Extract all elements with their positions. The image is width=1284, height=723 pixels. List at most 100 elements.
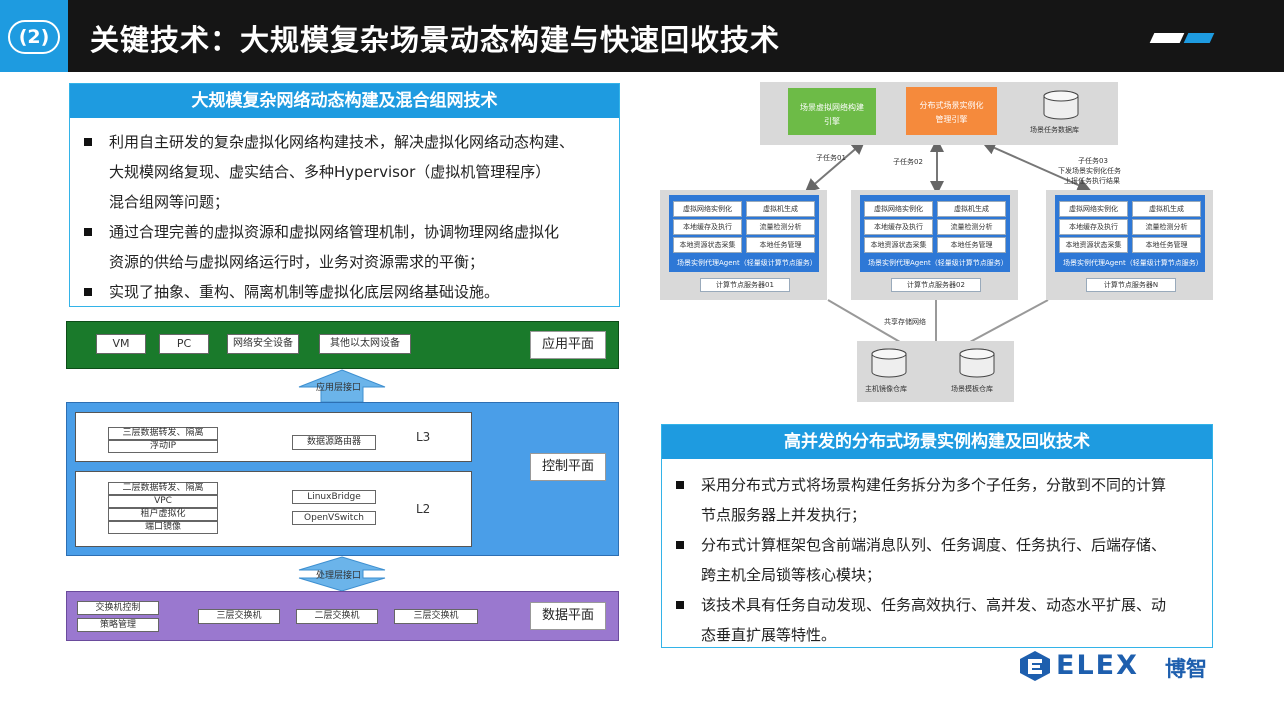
data-plane-label: 数据平面: [530, 602, 606, 630]
bullet-line: 分布式计算框架包含前端消息队列、任务调度、任务执行、后端存储、: [701, 536, 1167, 554]
bullet-line: 跨主机全局锁等核心模块；: [701, 566, 882, 584]
agent-panel: 虚拟网络实例化 虚拟机生成 本地缓存及执行 流量检测分析 本地资源状态采集 本地…: [860, 195, 1010, 272]
agent-panel: 虚拟网络实例化 虚拟机生成 本地缓存及执行 流量检测分析 本地资源状态采集 本地…: [1055, 195, 1205, 272]
agent-cell: 本地缓存及执行: [1059, 219, 1128, 235]
bullet-item: 通过合理完善的虚拟资源和虚拟网络管理机制，协调物理网络虚拟化资源的供给与虚拟网络…: [84, 217, 609, 277]
l3-item: 三层数据转发、隔离: [108, 427, 218, 440]
agent-cell: 虚拟机生成: [746, 201, 815, 217]
agent-cell: 虚拟网络实例化: [864, 201, 933, 217]
bullet-item: 采用分布式方式将场景构建任务拆分为多个子任务，分散到不同的计算节点服务器上并发执…: [676, 470, 1202, 530]
agent-cell: 本地资源状态采集: [864, 237, 933, 253]
agent-cell: 虚拟网络实例化: [673, 201, 742, 217]
storage-label: 场景模板仓库: [951, 385, 993, 393]
left-panel-title: 大规模复杂网络动态构建及混合组网技术: [70, 84, 619, 118]
logo-text: ELEX: [1056, 650, 1139, 681]
agent-cell: 流量检测分析: [746, 219, 815, 235]
l2-item: 租户虚拟化: [108, 508, 218, 521]
l2-tag: L2: [416, 502, 431, 516]
l2-openvswitch: OpenVSwitch: [292, 511, 376, 525]
page-title: 关键技术：大规模复杂场景动态构建与快速回收技术: [90, 23, 781, 57]
agent-cell: 流量检测分析: [937, 219, 1006, 235]
l3-tag: L3: [416, 430, 431, 444]
header-decoration-blue: [1183, 33, 1215, 43]
l2-item: 二层数据转发、隔离: [108, 482, 218, 495]
app-plane-label: 应用平面: [530, 331, 606, 359]
network-engine-box: 场景虚拟网络构建引擎: [788, 88, 876, 135]
agent-cell: 虚拟机生成: [937, 201, 1006, 217]
server-label: 计算节点服务器02: [891, 278, 981, 292]
shared-storage-group: 主机镜像仓库 场景模板仓库: [857, 341, 1014, 402]
bullet-line: 态垂直扩展等特性。: [701, 626, 837, 644]
instance-engine-box: 分布式场景实例化管理引擎: [906, 87, 997, 135]
bullet-item: 利用自主研发的复杂虚拟化网络构建技术，解决虚拟化网络动态构建、大规模网络复现、虚…: [84, 127, 609, 217]
right-text-panel: 高并发的分布式场景实例构建及回收技术 采用分布式方式将场景构建任务拆分为多个子任…: [661, 424, 1213, 648]
agent-cell: 虚拟机生成: [1132, 201, 1201, 217]
header-bar: (2) 关键技术：大规模复杂场景动态构建与快速回收技术: [0, 0, 1284, 72]
agent-panel: 虚拟网络实例化 虚拟机生成 本地缓存及执行 流量检测分析 本地资源状态采集 本地…: [669, 195, 819, 272]
bullet-item: 实现了抽象、重构、隔离机制等虚拟化底层网络基础设施。: [84, 277, 609, 307]
header-decoration-white: [1149, 33, 1185, 43]
l3-router: 数据源路由器: [292, 435, 376, 450]
bullet-line: 节点服务器上并发执行；: [701, 506, 867, 524]
agent-cell: 本地任务管理: [1132, 237, 1201, 253]
right-panel-title: 高并发的分布式场景实例构建及回收技术: [662, 425, 1212, 459]
app-item-pc: PC: [159, 334, 209, 354]
data-plane-control: 交换机控制: [77, 601, 159, 615]
app-item-security: 网络安全设备: [227, 334, 299, 354]
agent-cell: 本地任务管理: [937, 237, 1006, 253]
l3-item: 浮动IP: [108, 440, 218, 453]
l2-linuxbridge: LinuxBridge: [292, 490, 376, 504]
agent-cell: 本地缓存及执行: [673, 219, 742, 235]
agent-footer: 场景实例代理Agent（轻量级计算节点服务）: [1063, 259, 1203, 267]
connector-lines: [804, 140, 1092, 343]
agent-cell: 虚拟网络实例化: [1059, 201, 1128, 217]
bullet-item: 分布式计算框架包含前端消息队列、任务调度、任务执行、后端存储、跨主机全局锁等核心…: [676, 530, 1202, 590]
bullet-line: 利用自主研发的复杂虚拟化网络构建技术，解决虚拟化网络动态构建、: [109, 133, 575, 151]
server-label: 计算节点服务器N: [1086, 278, 1176, 292]
app-item-vm: VM: [96, 334, 146, 354]
storage-label: 主机镜像仓库: [865, 385, 907, 393]
database-icon: [871, 348, 907, 378]
bullet-line: 实现了抽象、重构、隔离机制等虚拟化底层网络基础设施。: [109, 283, 500, 301]
switch-box: 三层交换机: [394, 609, 478, 624]
bullet-line: 通过合理完善的虚拟资源和虚拟网络管理机制，协调物理网络虚拟化: [109, 223, 560, 241]
link-label: 子任务02: [893, 158, 923, 166]
app-item-ethernet: 其他以太网设备: [319, 334, 411, 354]
l2-item: 端口镜像: [108, 521, 218, 534]
link-label: 上报任务执行结果: [1064, 177, 1120, 185]
l3-box: 三层数据转发、隔离 浮动IP 数据源路由器 L3: [75, 412, 472, 462]
control-plane: 三层数据转发、隔离 浮动IP 数据源路由器 L3 二层数据转发、隔离 VPC 租…: [66, 402, 619, 556]
switch-box: 三层交换机: [198, 609, 280, 624]
link-label: 子任务01: [816, 154, 846, 162]
arrow-top-label: 应用层接口: [316, 383, 362, 393]
data-plane-policy: 策略管理: [77, 618, 159, 632]
agent-cell: 本地任务管理: [746, 237, 815, 253]
data-plane: 交换机控制 策略管理 三层交换机 二层交换机 三层交换机 数据平面: [66, 591, 619, 641]
compute-node-1: 虚拟网络实例化 虚拟机生成 本地缓存及执行 流量检测分析 本地资源状态采集 本地…: [660, 190, 827, 300]
task-database-label: 场景任务数据库: [1030, 126, 1079, 134]
compute-node-2: 虚拟网络实例化 虚拟机生成 本地缓存及执行 流量检测分析 本地资源状态采集 本地…: [851, 190, 1018, 300]
arrow-bottom-label: 处理层接口: [316, 571, 362, 581]
agent-cell: 本地缓存及执行: [864, 219, 933, 235]
agent-footer: 场景实例代理Agent（轻量级计算节点服务）: [677, 259, 817, 267]
l2-box: 二层数据转发、隔离 VPC 租户虚拟化 端口镜像 LinuxBridge Ope…: [75, 471, 472, 547]
elex-logo-icon: [1020, 651, 1050, 681]
left-text-panel: 大规模复杂网络动态构建及混合组网技术 利用自主研发的复杂虚拟化网络构建技术，解决…: [69, 83, 620, 307]
switch-box: 二层交换机: [296, 609, 378, 624]
agent-cell: 流量检测分析: [1132, 219, 1201, 235]
link-label: 子任务03: [1078, 157, 1108, 165]
bullet-line: 采用分布式方式将场景构建任务拆分为多个子任务，分散到不同的计算: [701, 476, 1167, 494]
agent-cell: 本地资源状态采集: [1059, 237, 1128, 253]
compute-node-n: 虚拟网络实例化 虚拟机生成 本地缓存及执行 流量检测分析 本地资源状态采集 本地…: [1046, 190, 1213, 300]
bullet-item: 该技术具有任务自动发现、任务高效执行、高并发、动态水平扩展、动态垂直扩展等特性。: [676, 590, 1202, 650]
storage-network-label: 共享存储网络: [884, 318, 926, 326]
server-label: 计算节点服务器01: [700, 278, 790, 292]
app-plane: VM PC 网络安全设备 其他以太网设备 应用平面: [66, 321, 619, 369]
agent-footer: 场景实例代理Agent（轻量级计算节点服务）: [868, 259, 1008, 267]
bullet-line: 该技术具有任务自动发现、任务高效执行、高并发、动态水平扩展、动: [701, 596, 1167, 614]
logo-cn: 博智: [1165, 657, 1207, 681]
link-label: 下发场景实例化任务: [1058, 167, 1121, 175]
section-number: (2): [8, 20, 60, 54]
section-number-block: (2): [0, 0, 68, 72]
database-icon: [1043, 90, 1079, 120]
